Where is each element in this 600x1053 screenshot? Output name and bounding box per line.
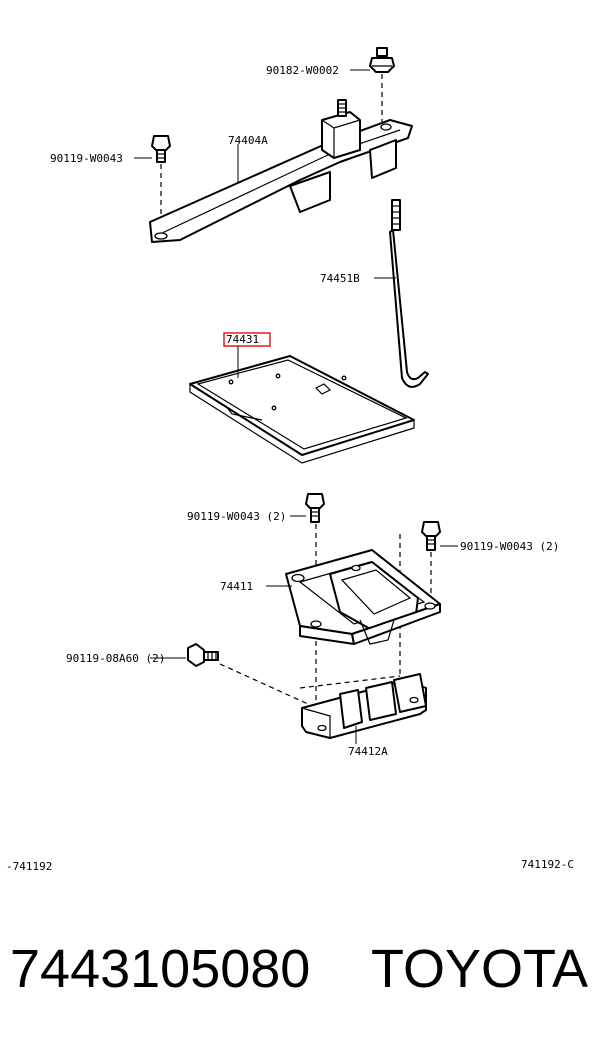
bolt-90119-08a60-lower-left[interactable] — [187, 643, 219, 667]
ref-code-right: 741192-C — [521, 858, 574, 871]
bracket-74412a[interactable] — [301, 673, 427, 739]
label-bolt-left-top: 90119-W0043 — [50, 152, 123, 165]
label-bolt-mid-right: 90119-W0043 (2) — [460, 540, 559, 553]
label-tray-highlighted: 74431 — [226, 333, 259, 346]
part-number: 7443105080 — [10, 939, 311, 999]
label-bolt-mid-left: 90119-W0043 (2) — [187, 510, 286, 523]
brand-name: TOYOTA — [370, 939, 588, 999]
highlight-box-74431 — [223, 332, 271, 347]
label-nut-top: 90182-W0002 — [266, 64, 339, 77]
bolt-90119-w0043-mid-right[interactable] — [421, 521, 441, 551]
battery-clamp-74404a[interactable] — [149, 99, 413, 243]
label-bracket: 74412A — [348, 745, 388, 758]
battery-tray-74431[interactable] — [189, 355, 415, 464]
battery-carrier-74411[interactable] — [285, 549, 441, 645]
parts-diagram: 90182-W0002 90119-W0043 74404A 74451B — [6, 47, 574, 873]
ref-code-left: -741192 — [6, 860, 52, 873]
label-bolt-lower-left: 90119-08A60 (2) — [66, 652, 165, 665]
label-clamp: 74404A — [228, 134, 268, 147]
nut-90182-w0002[interactable] — [369, 47, 395, 73]
label-rod: 74451B — [320, 272, 360, 285]
bolt-90119-w0043-mid-left[interactable] — [305, 493, 325, 523]
label-carrier: 74411 — [220, 580, 253, 593]
bolt-90119-w0043-top[interactable] — [151, 135, 171, 163]
hook-rod-74451b[interactable] — [389, 199, 429, 388]
